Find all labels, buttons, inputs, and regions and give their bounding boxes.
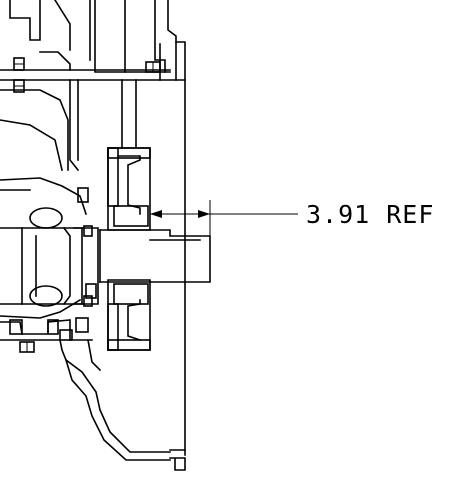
horizontal-shaft (99, 229, 211, 283)
upper-bracket (0, 0, 186, 93)
housing-left-wall (0, 79, 80, 172)
pulley-upper (107, 147, 151, 231)
dimension-3-91-ref: 3.91 REF (150, 200, 434, 236)
vertical-shaft (121, 79, 137, 149)
lower-housing (0, 319, 171, 461)
hub-bearing (0, 177, 99, 333)
pulley-lower (107, 279, 151, 351)
dimension-label: 3.91 REF (306, 200, 434, 229)
mounting-plate (159, 0, 186, 471)
